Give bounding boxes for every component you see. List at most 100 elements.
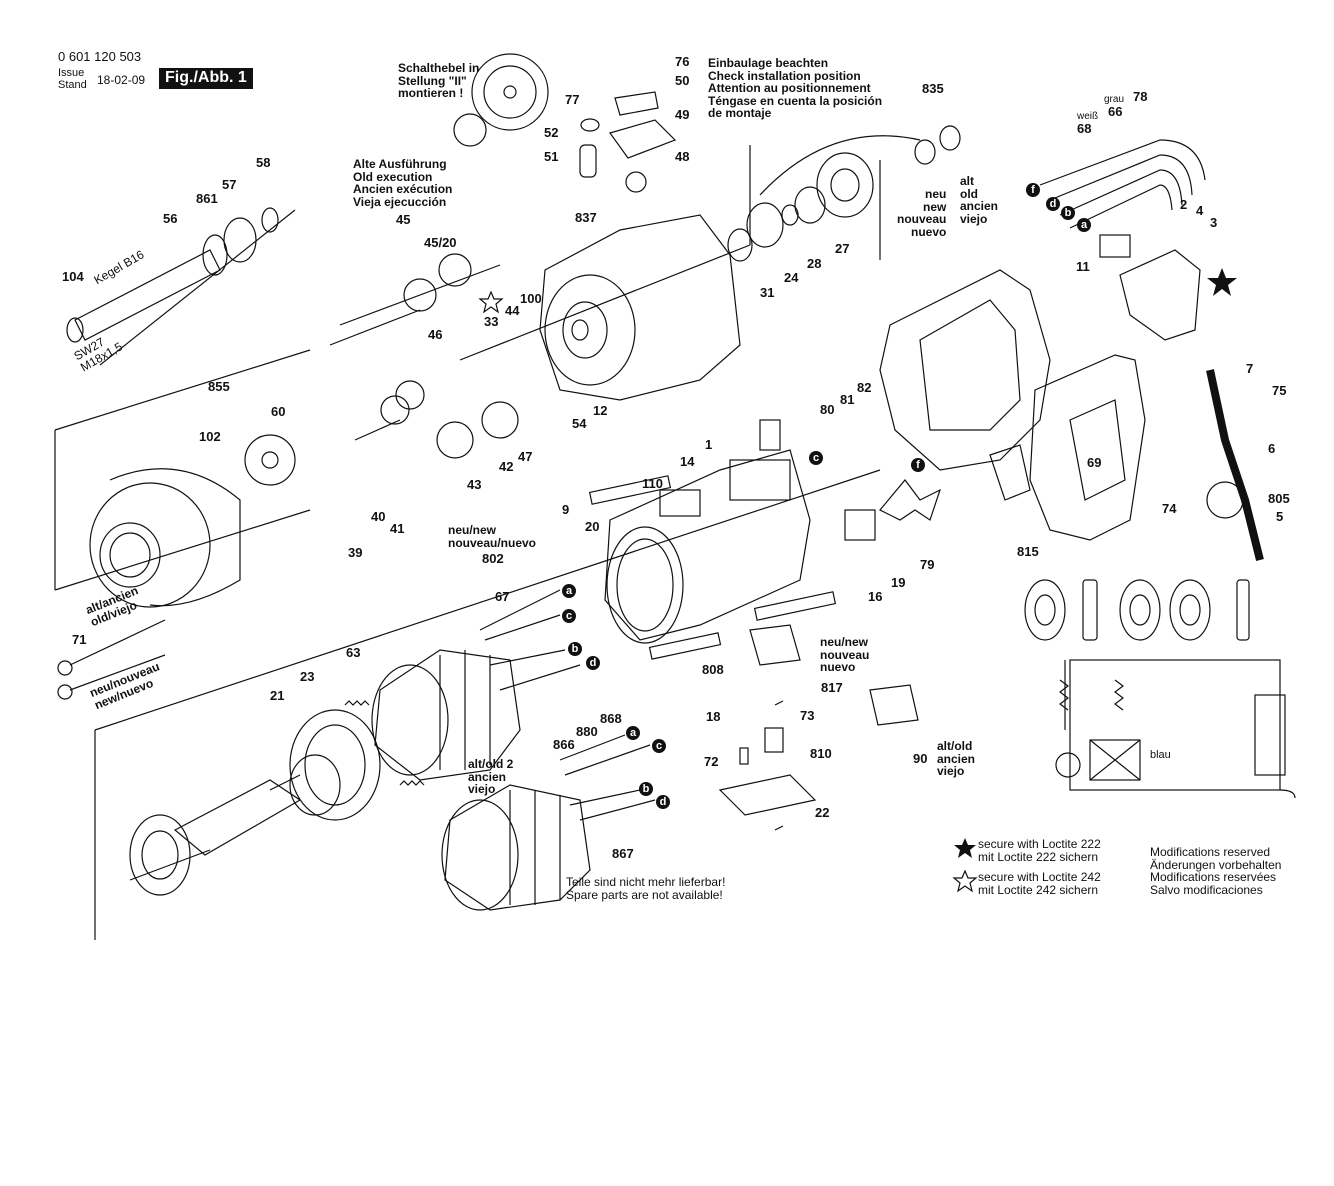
issue-date: 18-02-09: [97, 73, 146, 87]
part-69: 69: [1087, 455, 1102, 470]
note-old-execution: Alte Ausführung Old execution Ancien exé…: [353, 157, 453, 209]
part-63: 63: [346, 645, 361, 660]
part-57: 57: [222, 177, 237, 192]
part-4-wire: 4: [1196, 203, 1204, 218]
part-39: 39: [348, 545, 363, 560]
part-58: 58: [256, 155, 271, 170]
part-79: 79: [920, 557, 935, 572]
legend-loctite-242: secure with Loctite 242 mit Loctite 242 …: [978, 870, 1101, 897]
part-5: 5: [1276, 509, 1284, 524]
connector-b-new: b: [568, 642, 582, 656]
part-855: 855: [208, 379, 230, 394]
note-install-position: Einbaulage beachten Check installation p…: [708, 56, 883, 121]
note-neu-new-817: neu/new nouveau nuevo: [820, 635, 870, 675]
part-808: 808: [702, 662, 724, 677]
part-18: 18: [706, 709, 721, 724]
part-837: 837: [575, 210, 597, 225]
part-45-top: 45: [396, 212, 411, 227]
part-43: 43: [467, 477, 482, 492]
part-817: 817: [821, 680, 843, 695]
figure-label: Fig./Abb. 1: [159, 68, 253, 89]
part-12: 12: [593, 403, 608, 418]
note-neu-new-coil: neu/new nouveau/nuevo: [448, 523, 537, 550]
part-1-housing: 1: [705, 437, 713, 452]
part-number: 0 601 120 503: [58, 49, 142, 64]
part-47: 47: [518, 449, 533, 464]
part-76: 76: [675, 54, 690, 69]
part-3-wire: 3: [1210, 215, 1218, 230]
part-81-brush: 81: [840, 392, 855, 407]
part-77: 77: [565, 92, 580, 107]
connector-a-new: a: [562, 584, 576, 598]
part-28: 28: [807, 256, 822, 271]
part-44-top: 44: [505, 303, 520, 318]
part-805: 805: [1268, 491, 1290, 506]
part-45-20: 45/20: [424, 235, 457, 250]
part-60: 60: [271, 404, 286, 419]
part-19: 19: [891, 575, 906, 590]
part-866: 866: [553, 737, 575, 752]
part-880: 880: [576, 724, 598, 739]
note-alt-old-90: alt/old ancien viejo: [937, 739, 976, 779]
part-815: 815: [1017, 544, 1039, 559]
part-20: 20: [585, 519, 600, 534]
connector-d-old: d: [656, 795, 670, 809]
part-802: 802: [482, 551, 504, 566]
part-2-wire: 2: [1180, 197, 1188, 212]
legend-modifications: Modifications reserved Änderungen vorbeh…: [1150, 845, 1282, 897]
connector-c-new: c: [562, 609, 576, 623]
connector-a-old: a: [626, 726, 640, 740]
part-110: 110: [642, 476, 663, 491]
part-72: 72: [704, 754, 719, 769]
part-23: 23: [300, 669, 315, 684]
part-16: 16: [868, 589, 883, 604]
part-52: 52: [544, 125, 559, 140]
part-46-top: 46: [428, 327, 443, 342]
part-104: 104: [62, 269, 84, 284]
part-102: 102: [199, 429, 221, 444]
wire-label-blau: blau: [1150, 749, 1171, 761]
part-49: 49: [675, 107, 690, 122]
part-868: 868: [600, 711, 622, 726]
part-74: 74: [1162, 501, 1177, 516]
part-56: 56: [163, 211, 178, 226]
note-switch-lever: Schalthebel in Stellung "II" montieren !: [398, 61, 480, 101]
part-50: 50: [675, 73, 690, 88]
part-40: 40: [371, 509, 386, 524]
legend-loctite-222: secure with Loctite 222 mit Loctite 222 …: [978, 837, 1101, 864]
connector-f: f: [1026, 183, 1040, 197]
connector-b: b: [1061, 206, 1075, 220]
part-835: 835: [922, 81, 944, 96]
part-73-top: 73: [800, 708, 815, 723]
note-spare-parts: Teile sind nicht mehr lieferbar! Spare p…: [566, 875, 726, 902]
note-alt-old-coil: alt/old 2 ancien viejo: [468, 757, 514, 797]
connector-c-old: c: [652, 739, 666, 753]
note-neu-new-835: neu new nouveau nuevo: [897, 187, 947, 239]
part-7: 7: [1246, 361, 1254, 376]
part-861: 861: [196, 191, 218, 206]
part-67: 67: [495, 589, 510, 604]
part-82-brush: 82: [857, 380, 872, 395]
part-31: 31: [760, 285, 775, 300]
wire-label-grau: grau: [1104, 94, 1125, 105]
part-810: 810: [810, 746, 832, 761]
part-66-top: 66: [1108, 104, 1123, 119]
connector-c-motor: c: [809, 451, 823, 465]
part-33: 33: [484, 314, 499, 329]
part-22: 22: [815, 805, 830, 820]
part-51: 51: [544, 149, 559, 164]
part-6: 6: [1268, 441, 1276, 456]
connector-f-motor: f: [911, 458, 925, 472]
part-24: 24: [784, 270, 799, 285]
part-71-old: 71: [72, 632, 87, 647]
part-42: 42: [499, 459, 514, 474]
issue-label: Issue Stand: [58, 67, 87, 91]
connector-d-new: d: [586, 656, 600, 670]
part-78-top: 78: [1133, 89, 1148, 104]
part-27: 27: [835, 241, 850, 256]
part-100-top: 100: [520, 291, 542, 306]
wire-label-weiss: weiß: [1077, 111, 1099, 122]
connector-a: a: [1077, 218, 1091, 232]
